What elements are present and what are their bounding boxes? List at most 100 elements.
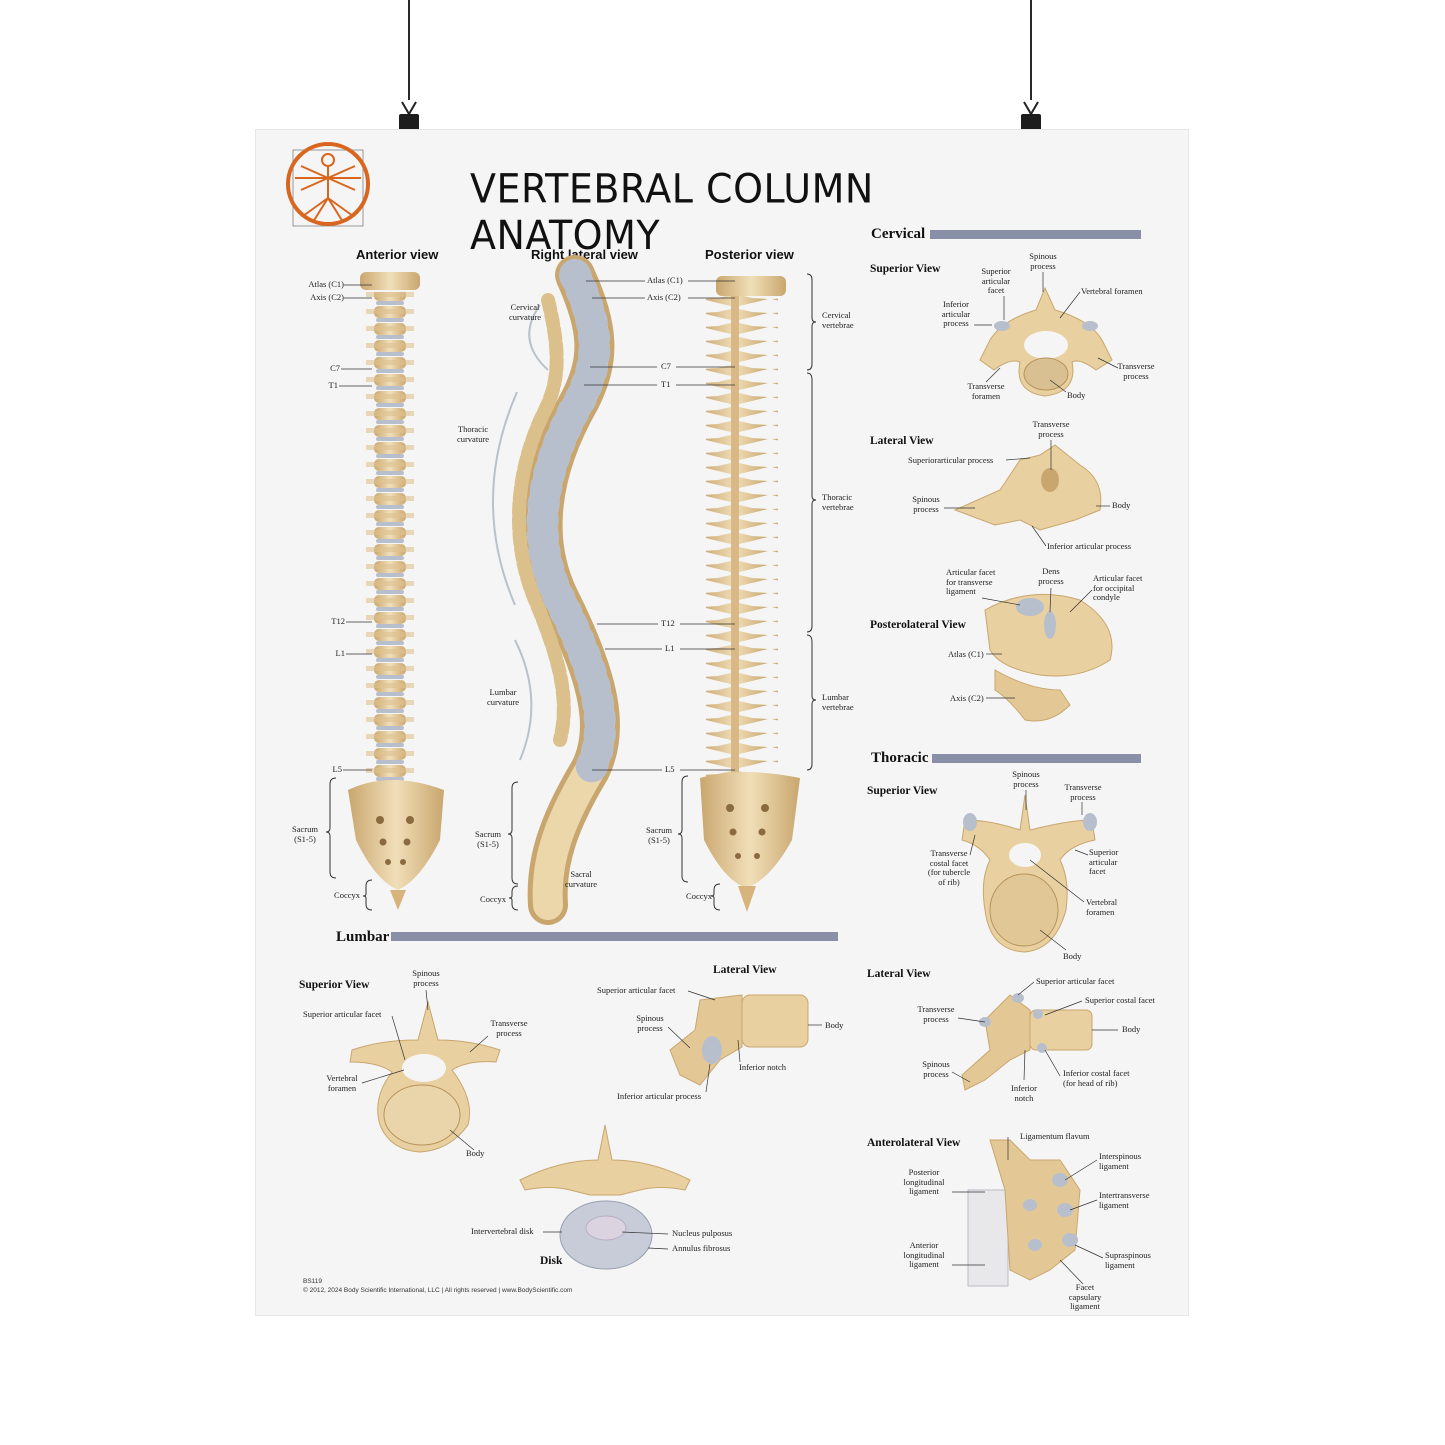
footer-code: BS119 xyxy=(303,1278,323,1285)
ts-label-superior-articular-facet: Superior articular facet xyxy=(1089,847,1119,876)
anterior-label-l1: L1 xyxy=(335,648,345,658)
anterior-view-heading: Anterior view xyxy=(356,247,439,262)
hanging-wire-right xyxy=(1030,0,1032,100)
ta-label-facet-capsulary-ligament: Facet capsulary ligament xyxy=(1068,1282,1102,1311)
label-lumbar-vertebrae: Lumbar vertebrae xyxy=(822,692,854,712)
lumbar-superior-illustration xyxy=(349,1000,501,1153)
ll-label-inferior-articular-process: Inferior articular process xyxy=(617,1091,702,1101)
ts-label-body: Body xyxy=(1063,951,1082,961)
tl-label-inferior-notch: Inferior notch xyxy=(1011,1083,1037,1103)
disk-heading: Disk xyxy=(540,1255,563,1267)
middle-label-t1: T1 xyxy=(661,379,671,389)
pl-label-axis: Axis (C2) xyxy=(950,693,984,703)
ll-label-spinous-process: Spinous process xyxy=(636,1013,664,1033)
lateral-label-coccyx: Coccyx xyxy=(480,894,506,904)
lumbar-lateral-view-heading: Lateral View xyxy=(713,964,777,976)
ta-label-anterior-longitudinal-ligament: Anterior longitudinal ligament xyxy=(903,1240,945,1269)
ll-label-superior-articular-facet: Superior articular facet xyxy=(597,985,676,995)
spine-leader-lines xyxy=(339,280,735,771)
tl-label-spinous-process: Spinous process xyxy=(922,1059,950,1079)
label-cervical-curvature: Cervical curvature xyxy=(508,302,542,322)
ls-label-spinous-process: Spinous process xyxy=(412,968,440,988)
thoracic-superior-view-heading: Superior View xyxy=(867,785,938,797)
ls-label-superior-articular-facet: Superior articular facet xyxy=(303,1009,382,1019)
ts-label-vertebral-foramen: Vertebral foramen xyxy=(1086,897,1118,917)
thoracic-heading: Thoracic xyxy=(871,750,929,766)
pl-label-facet-occipital-condyle: Articular facet for occipital condyle xyxy=(1093,573,1143,602)
tl-label-inferior-costal-facet: Inferior costal facet (for head of rib) xyxy=(1063,1068,1130,1088)
ts-label-spinous-process: Spinous process xyxy=(1012,769,1040,789)
cs-label-inferior-articular-process: Inferior articular process xyxy=(941,299,971,328)
cs-label-body: Body xyxy=(1067,390,1086,400)
anterior-label-atlas: Atlas (C1) xyxy=(308,279,344,289)
label-thoracic-curvature: Thoracic curvature xyxy=(456,424,490,444)
cervical-bar xyxy=(930,230,1141,239)
lumbar-heading: Lumbar xyxy=(336,929,390,945)
pl-label-facet-transverse-ligament: Articular facet for transverse ligament xyxy=(946,567,996,596)
ta-label-posterior-longitudinal-ligament: Posterior longitudinal ligament xyxy=(903,1167,945,1196)
lumbar-superior-view-heading: Superior View xyxy=(299,979,370,991)
thoracic-anterolateral-view-heading: Anterolateral View xyxy=(867,1137,961,1149)
atlas-axis-illustration xyxy=(984,593,1113,722)
disk-label-intervertebral-disk: Intervertebral disk xyxy=(471,1226,534,1236)
region-brackets xyxy=(325,273,817,911)
thoracic-lateral-view-heading: Lateral View xyxy=(867,968,931,980)
cervical-heading: Cervical xyxy=(871,226,926,242)
intervertebral-disk-illustration xyxy=(519,1124,691,1270)
lateral-label-sacrum: Sacrum (S1-5) xyxy=(475,829,501,849)
disk-label-annulus-fibrosus: Annulus fibrosus xyxy=(672,1243,731,1253)
cs-label-spinous-process: Spinous process xyxy=(1029,251,1057,271)
cl-label-inferior-articular-process: Inferior articular process xyxy=(1047,541,1132,551)
cs-label-vertebral-foramen: Vertebral foramen xyxy=(1081,286,1143,296)
pl-label-atlas: Atlas (C1) xyxy=(948,649,984,659)
middle-label-t12: T12 xyxy=(661,618,675,628)
anterior-label-coccyx: Coccyx xyxy=(334,890,360,900)
ls-label-vertebral-foramen: Vertebral foramen xyxy=(326,1073,358,1093)
thoracic-bar xyxy=(932,754,1141,763)
label-thoracic-vertebrae: Thoracic vertebrae xyxy=(822,492,854,512)
anterior-label-t12: T12 xyxy=(331,616,345,626)
ls-label-body: Body xyxy=(466,1148,485,1158)
anterior-label-l5: L5 xyxy=(332,764,342,774)
tl-label-superior-costal-facet: Superior costal facet xyxy=(1085,995,1155,1005)
detail-leader-lines xyxy=(361,272,1119,1285)
thoracic-ligaments-illustration xyxy=(967,1139,1081,1287)
posterior-label-sacrum: Sacrum (S1-5) xyxy=(646,825,672,845)
middle-label-l1: L1 xyxy=(665,643,675,653)
ta-label-ligamentum-flavum: Ligamentum flavum xyxy=(1020,1131,1090,1141)
cl-label-spinous-process: Spinous process xyxy=(912,494,940,514)
cl-label-superior-articular-process: Superiorarticular process xyxy=(908,455,994,465)
page-title: VERTEBRAL COLUMN ANATOMY xyxy=(470,165,874,259)
cs-label-transverse-foramen: Transverse foramen xyxy=(967,381,1005,401)
lateral-spine-illustration xyxy=(512,255,620,925)
ts-label-transverse-process: Transverse process xyxy=(1064,782,1102,802)
lumbar-bar xyxy=(391,932,838,941)
anterior-label-sacrum: Sacrum (S1-5) xyxy=(292,824,318,844)
anterior-spine-illustration xyxy=(348,272,444,910)
posterior-view-heading: Posterior view xyxy=(705,247,794,262)
thoracic-superior-illustration xyxy=(961,794,1097,953)
ls-label-transverse-process: Transverse process xyxy=(490,1018,528,1038)
cervical-lateral-view-heading: Lateral View xyxy=(870,435,934,447)
label-sacral-curvature: Sacral curvature xyxy=(564,869,598,889)
label-lumbar-curvature: Lumbar curvature xyxy=(486,687,520,707)
cs-label-transverse-process: Transverse process xyxy=(1117,361,1155,381)
disk-label-nucleus-pulposus: Nucleus pulposus xyxy=(672,1228,733,1238)
middle-label-l5: L5 xyxy=(665,764,675,774)
anterior-label-axis: Axis (C2) xyxy=(310,292,344,302)
tl-label-superior-articular-facet: Superior articular facet xyxy=(1036,976,1115,986)
anterior-label-c7: C7 xyxy=(330,363,340,373)
cervical-lateral-illustration xyxy=(953,444,1102,531)
ta-label-supraspinous-ligament: Supraspinous ligament xyxy=(1105,1250,1151,1270)
cl-label-transverse-process: Transverse process xyxy=(1032,419,1070,439)
ta-label-intertransverse-ligament: Intertransverse ligament xyxy=(1099,1190,1150,1210)
middle-label-axis: Axis (C2) xyxy=(647,292,681,302)
middle-label-atlas: Atlas (C1) xyxy=(647,275,683,285)
posterior-label-coccyx: Coccyx xyxy=(686,891,712,901)
cl-label-body: Body xyxy=(1112,500,1131,510)
middle-label-c7: C7 xyxy=(661,361,671,371)
tl-label-body: Body xyxy=(1122,1024,1141,1034)
cervical-posterolateral-view-heading: Posterolateral View xyxy=(870,619,966,631)
ll-label-inferior-notch: Inferior notch xyxy=(739,1062,786,1072)
